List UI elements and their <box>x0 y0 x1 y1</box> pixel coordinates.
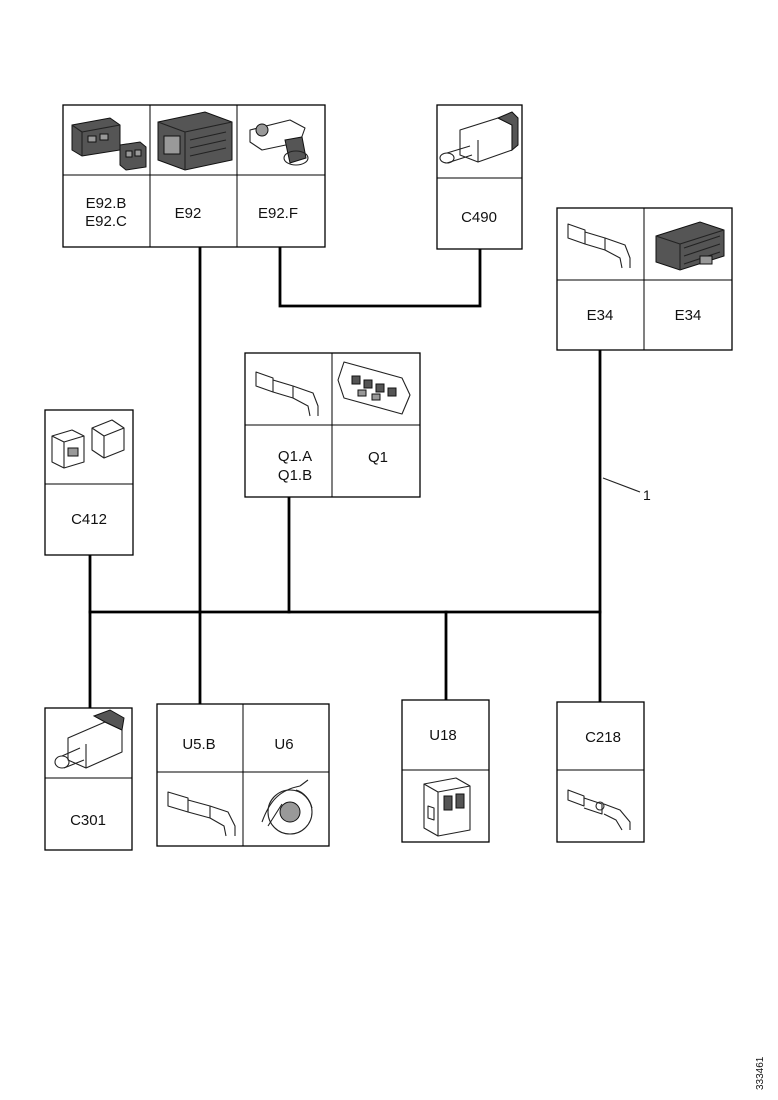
c301-frame <box>44 707 133 851</box>
inline-plug-icon <box>439 111 519 164</box>
ecu-housing-icon <box>157 111 233 171</box>
wire-reference-number: 1 <box>643 487 651 503</box>
multi-connector-icon <box>71 117 147 171</box>
connector-c412: C412 <box>44 409 134 556</box>
terminal-pin-icon <box>255 371 319 417</box>
connector-group-e34: E34 E34 <box>556 207 733 351</box>
connector-c218: C218 <box>556 701 645 843</box>
q1-label: Q1 <box>368 449 388 466</box>
u5b-label: U5.B <box>182 736 215 753</box>
connector-u6: U6 <box>261 736 313 835</box>
connector-group-e92: E92.B E92.C E92 E92.F <box>62 104 326 248</box>
connector-c301: C301 <box>44 707 133 851</box>
c412-frame <box>44 409 134 556</box>
inline-plug-icon <box>54 709 125 769</box>
connector-group-u5-u6: U5.B U6 <box>156 703 330 847</box>
c490-frame <box>436 104 523 250</box>
connector-q1: Q1 <box>337 361 411 466</box>
connector-u18: U18 <box>401 699 490 843</box>
e92bc-label-line-1: E92.B <box>86 195 127 212</box>
wiring-harness <box>88 245 602 710</box>
c412-label: C412 <box>71 511 107 528</box>
c301-label: C301 <box>70 812 106 829</box>
u18-frame <box>401 699 490 843</box>
connector-e34a: E34 <box>567 223 631 324</box>
terminal-pin-icon <box>167 791 236 837</box>
connector-e34b: E34 <box>655 221 725 324</box>
connector-q1ab: Q1.A Q1.B <box>255 371 319 484</box>
q1ab-label-line-1: Q1.A <box>278 448 312 465</box>
coil-wiring-icon <box>261 779 313 835</box>
c218-label: C218 <box>585 729 621 746</box>
connector-face-icon <box>337 361 411 415</box>
callout-leader-line <box>602 477 641 493</box>
terminal-pin-icon <box>567 223 631 269</box>
connector-u5b: U5.B <box>167 736 236 837</box>
terminal-pin-icon <box>567 789 631 831</box>
e34a-label: E34 <box>587 307 614 324</box>
e34b-label: E34 <box>675 307 702 324</box>
u6-label: U6 <box>274 736 293 753</box>
e92bc-label-line-2: E92.C <box>85 213 127 230</box>
connector-e92f: E92.F <box>249 119 309 222</box>
square-socket-icon <box>423 777 471 837</box>
e92f-label: E92.F <box>258 205 298 222</box>
u18-label: U18 <box>429 727 457 744</box>
q1ab-label-line-2: Q1.B <box>278 467 312 484</box>
connector-group-q1: Q1.A Q1.B Q1 <box>244 352 421 498</box>
wire-e92f-c490 <box>278 245 482 308</box>
connector-c490: C490 <box>436 104 523 250</box>
twin-plug-icon <box>51 419 125 469</box>
c218-frame <box>556 701 645 843</box>
e92-label: E92 <box>175 205 202 222</box>
connector-e92: E92 <box>157 111 233 222</box>
document-id: 333461 <box>755 1056 766 1090</box>
relay-block-icon <box>655 221 725 271</box>
wire-reference-callout: 1 <box>602 477 651 503</box>
angled-plug-icon <box>249 119 309 166</box>
connector-e92bc: E92.B E92.C <box>71 117 147 230</box>
c490-label: C490 <box>461 209 497 226</box>
